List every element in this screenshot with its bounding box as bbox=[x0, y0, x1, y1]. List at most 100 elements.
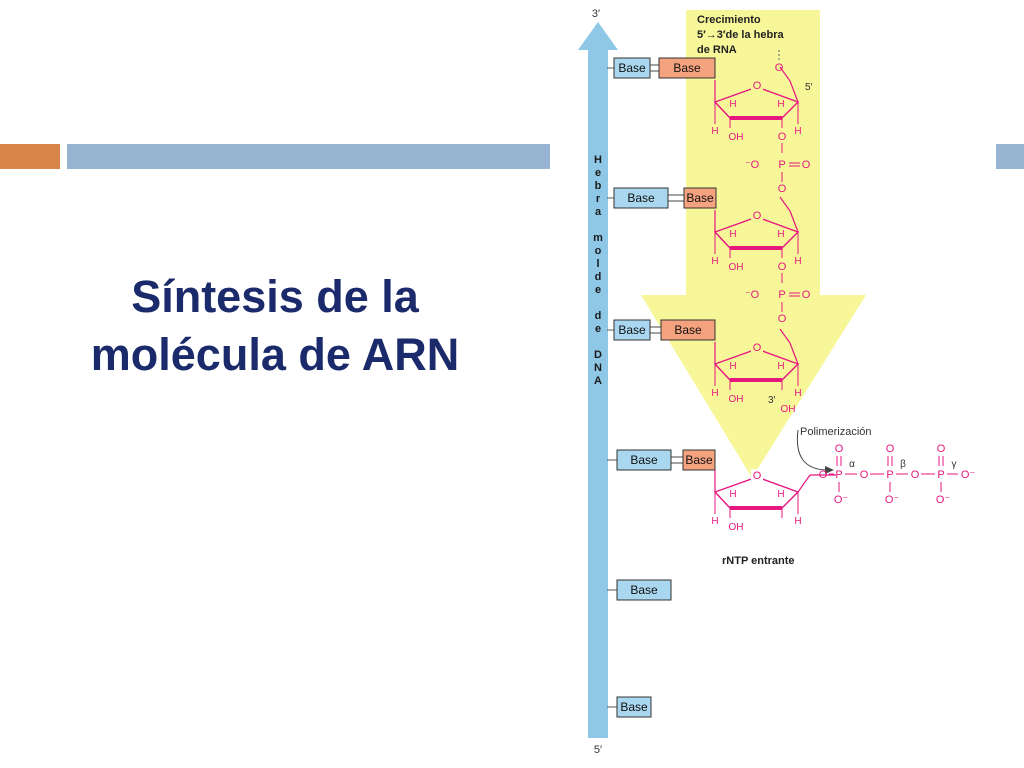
rna-base-box bbox=[682, 449, 716, 471]
ring-oxygen: O bbox=[753, 470, 762, 482]
dna-label-letter: r bbox=[596, 193, 601, 205]
title-line-2: molécula de ARN bbox=[90, 329, 460, 380]
template-base-box bbox=[613, 187, 669, 209]
rna-base-label: Base bbox=[686, 191, 714, 205]
dna-label-letter: l bbox=[596, 258, 599, 270]
template-base-label: Base bbox=[618, 323, 646, 337]
c5-o-bond bbox=[779, 66, 791, 82]
phosphate-o: O bbox=[778, 261, 787, 273]
ring-oxygen-bg bbox=[751, 341, 763, 353]
template-base-label: Base bbox=[630, 583, 658, 597]
ring-oxygen-bg bbox=[751, 79, 763, 91]
phosphate-o: O bbox=[778, 131, 787, 143]
phosphorus: P bbox=[937, 469, 944, 481]
bridging-oxygen: O bbox=[911, 469, 920, 481]
phosphorus: P bbox=[778, 289, 785, 301]
template-base-label: Base bbox=[620, 700, 648, 714]
incoming-rntp-label: rNTP entrante bbox=[722, 555, 795, 567]
phosphate-greek-label: γ bbox=[952, 459, 957, 470]
hydroxyl: OH bbox=[729, 522, 744, 533]
five-prime-oxygen: O bbox=[775, 62, 784, 74]
title-line-1: Síntesis de la bbox=[131, 271, 419, 322]
h-atom: H bbox=[729, 361, 736, 372]
phosphorus: P bbox=[835, 469, 842, 481]
rna-base-label: Base bbox=[673, 61, 701, 75]
ring-oxygen-bg bbox=[751, 469, 763, 481]
c5-o-bond bbox=[779, 196, 791, 212]
accent-bar-blue-left bbox=[67, 144, 550, 169]
dna-label-letter: d bbox=[595, 310, 602, 322]
phosphate-double-o: O bbox=[802, 289, 811, 301]
h-atom: H bbox=[711, 388, 718, 399]
rna-3prime-label: 3′ bbox=[768, 395, 776, 406]
phosphorus: P bbox=[886, 469, 893, 481]
dna-label-letter: e bbox=[595, 323, 601, 335]
ring-oxygen: O bbox=[753, 80, 762, 92]
c5-o-bond bbox=[779, 328, 791, 344]
dna-label-letter: H bbox=[594, 154, 602, 166]
dna-label-letter: d bbox=[595, 271, 602, 283]
dna-end-3prime: 3′ bbox=[592, 8, 600, 20]
rna-base-box bbox=[683, 187, 717, 209]
phosphate-greek-label: β bbox=[900, 459, 906, 470]
h-atom: H bbox=[794, 516, 801, 527]
terminal-o-minus: O⁻ bbox=[961, 469, 976, 481]
template-base-box bbox=[616, 579, 672, 601]
c5-bond bbox=[789, 80, 799, 103]
template-base-box bbox=[616, 449, 672, 471]
accent-bar-orange bbox=[0, 144, 60, 169]
phosphate-top-o: O bbox=[937, 443, 946, 455]
dna-label-letter: A bbox=[594, 375, 602, 387]
rna-base-box bbox=[658, 57, 716, 79]
h-atom: H bbox=[711, 126, 718, 137]
rna-base-box bbox=[660, 319, 716, 341]
polymerization-label: Polimerización bbox=[800, 426, 872, 438]
dna-label-letter: e bbox=[595, 167, 601, 179]
h-atom: H bbox=[711, 516, 718, 527]
h-atom: H bbox=[794, 256, 801, 267]
slide-title: Síntesis de la molécula de ARN bbox=[40, 268, 510, 384]
h-atom: H bbox=[711, 256, 718, 267]
phosphate-o-minus: ⁻O bbox=[745, 289, 760, 301]
template-base-box bbox=[616, 696, 652, 718]
ring-oxygen: O bbox=[753, 210, 762, 222]
dna-label-letter: D bbox=[594, 349, 602, 361]
hydroxyl: OH bbox=[729, 132, 744, 143]
template-base-label: Base bbox=[630, 453, 658, 467]
h-atom: H bbox=[777, 99, 784, 110]
polymerization-arrow bbox=[796, 429, 829, 471]
h-atom: H bbox=[729, 99, 736, 110]
hydroxyl: OH bbox=[729, 262, 744, 273]
phosphate-o-minus: O⁻ bbox=[834, 494, 849, 506]
phosphate-top-o: O bbox=[835, 443, 844, 455]
h-atom: H bbox=[794, 126, 801, 137]
h-atom: H bbox=[777, 489, 784, 500]
template-base-box bbox=[613, 319, 651, 341]
growth-label-line-3: de RNA bbox=[697, 44, 737, 56]
phosphorus: P bbox=[778, 159, 785, 171]
ring-oxygen-bg bbox=[751, 209, 763, 221]
ring-oxygen: O bbox=[753, 342, 762, 354]
phosphate-o-minus: ⁻O bbox=[745, 159, 760, 171]
c5-bond bbox=[797, 474, 811, 493]
phosphate-o-minus: O⁻ bbox=[936, 494, 951, 506]
rna-5prime-label: 5′ bbox=[805, 82, 813, 93]
three-prime-hydroxyl: OH bbox=[781, 404, 796, 415]
dna-label-letter: a bbox=[595, 206, 602, 218]
dna-label-letter: N bbox=[594, 362, 602, 374]
h-atom: H bbox=[794, 388, 801, 399]
phosphate-o-minus: O⁻ bbox=[885, 494, 900, 506]
dna-template-arrow bbox=[578, 22, 618, 738]
phosphate-double-o: O bbox=[802, 159, 811, 171]
rna-base-label: Base bbox=[674, 323, 702, 337]
phosphate-top-o: O bbox=[886, 443, 895, 455]
dna-label-letter: b bbox=[595, 180, 602, 192]
phosphate-o: O bbox=[778, 183, 787, 195]
template-base-label: Base bbox=[618, 61, 646, 75]
template-base-label: Base bbox=[627, 191, 655, 205]
template-base-box bbox=[613, 57, 651, 79]
polymerization-arrowhead bbox=[825, 466, 834, 474]
